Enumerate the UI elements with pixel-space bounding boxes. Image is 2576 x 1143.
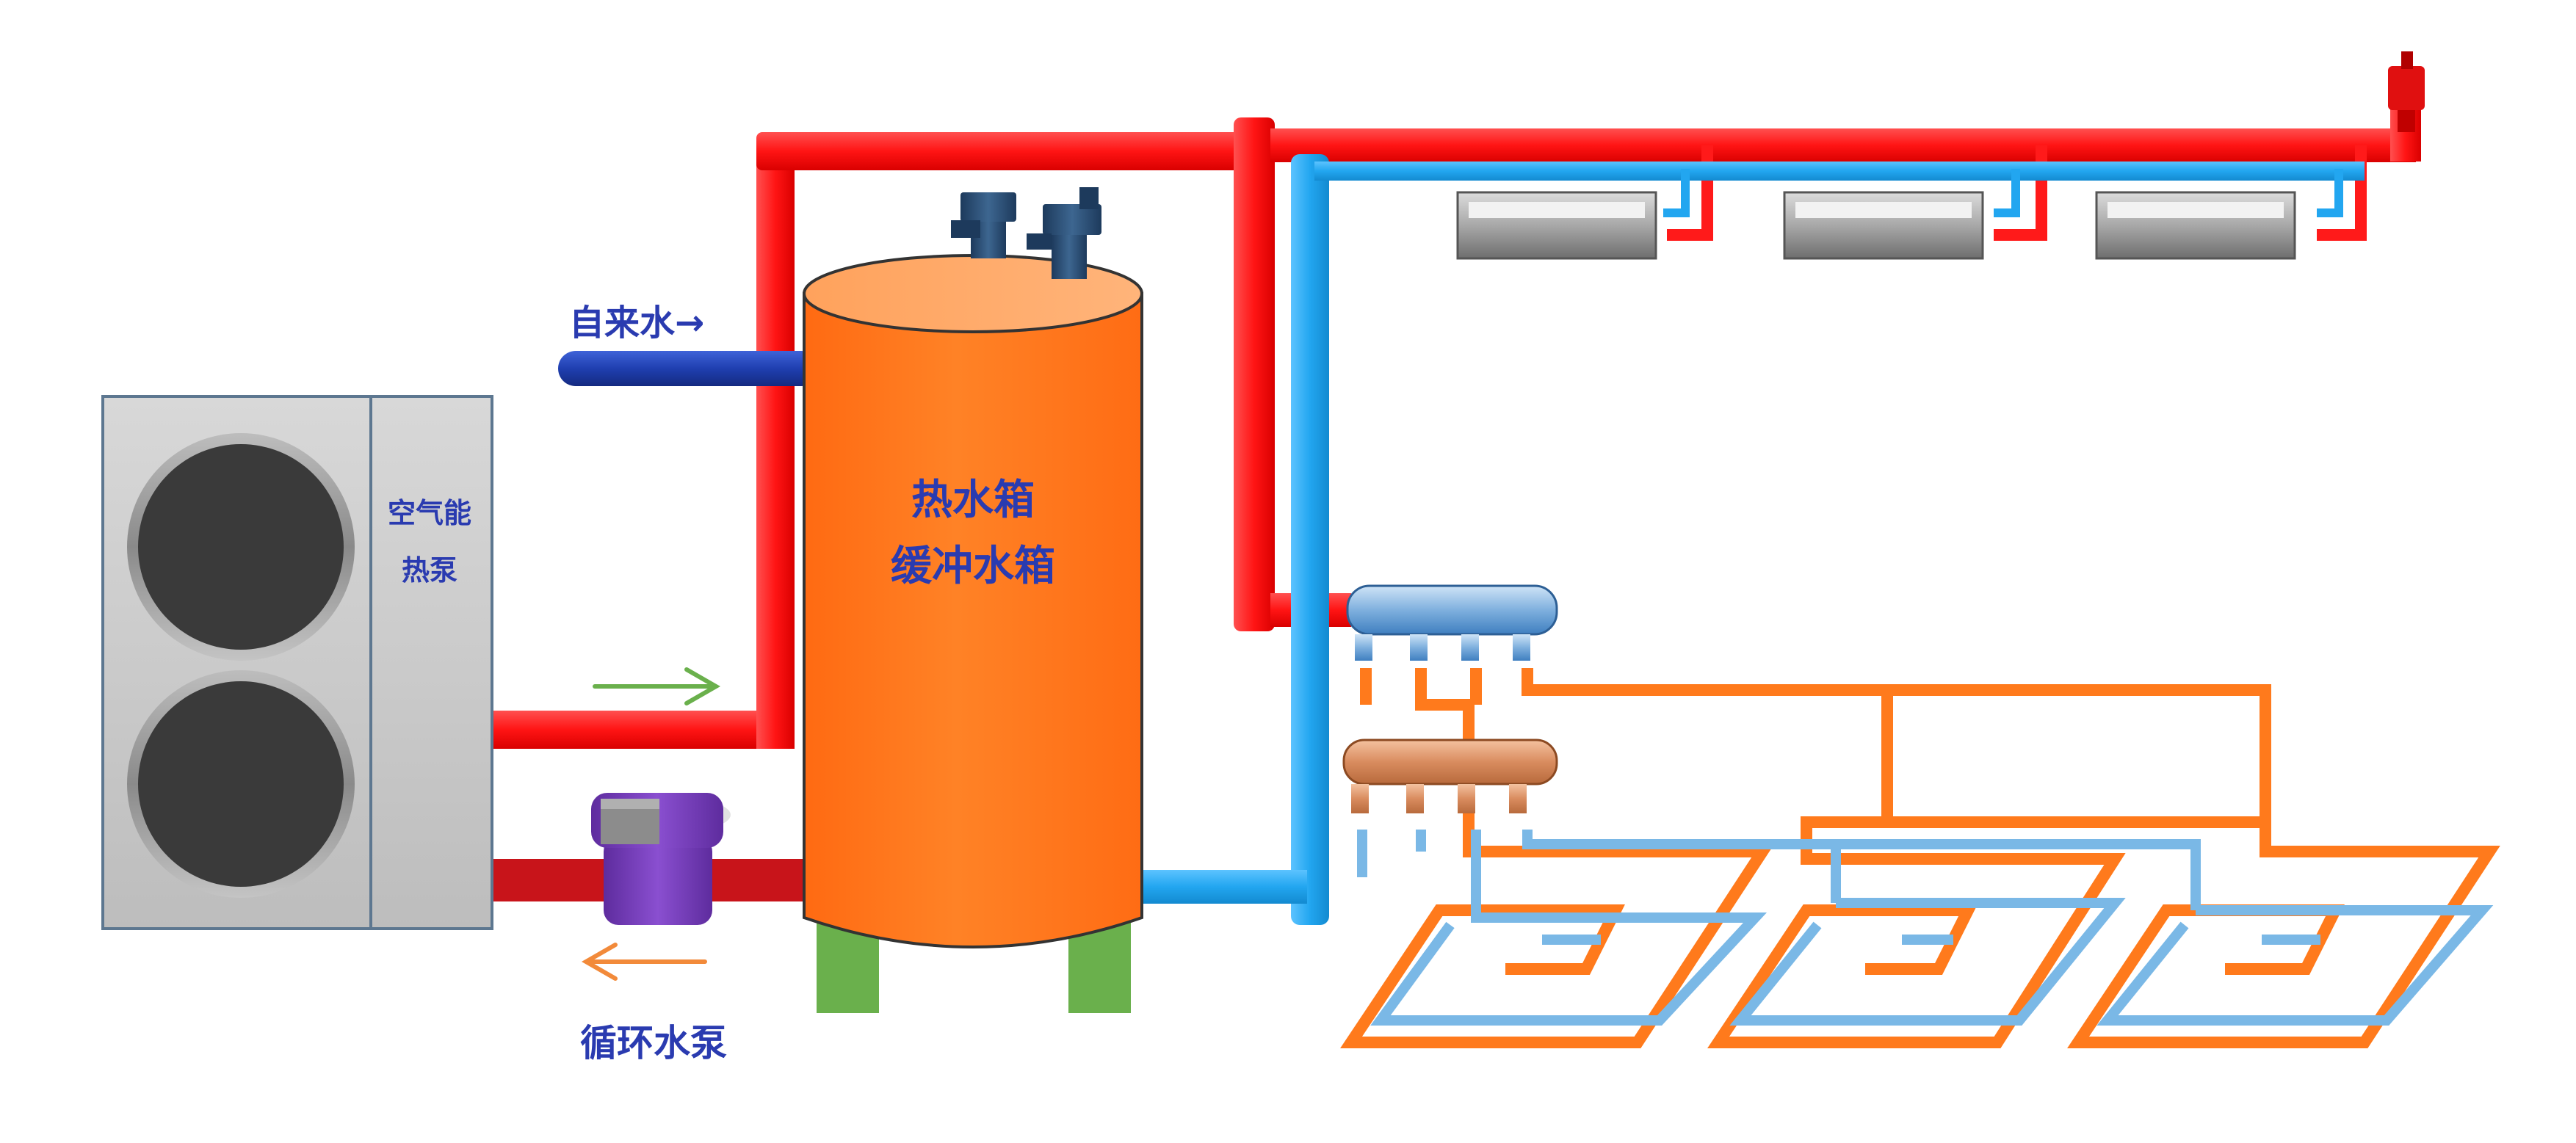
fcu-2-cold-drop xyxy=(1994,169,2020,217)
cold-return-riser xyxy=(1291,154,1329,925)
tank-to-cold-riser xyxy=(1131,870,1307,904)
hot-riser-left xyxy=(756,154,795,749)
floor-heating-loops xyxy=(1340,668,2500,1048)
cold-pipes xyxy=(1131,154,2365,925)
hot-tee-down xyxy=(1234,117,1275,631)
floor-loop-1-cold xyxy=(1370,852,1768,1026)
heat-pump-label-line2: 热泵 xyxy=(402,554,457,587)
floor-supply-header xyxy=(1360,668,2489,857)
fan-top-icon xyxy=(138,444,344,650)
cold-top-header xyxy=(1314,162,2365,181)
buffer-tank xyxy=(803,254,1143,1013)
tap-water-inlet-pipe xyxy=(558,351,819,386)
circulation-pump xyxy=(591,793,731,925)
hp-hot-outlet-pipe xyxy=(492,711,793,749)
hot-top-header-right xyxy=(1270,128,2416,162)
floor-return-manifold xyxy=(1342,739,1558,813)
fan-coil-unit-1 xyxy=(1456,191,1657,260)
hot-top-header-left xyxy=(756,132,1270,170)
floor-loop-3-hot xyxy=(2067,846,2500,1048)
tank-safety-valves xyxy=(951,187,1101,279)
fan-coil-unit-2 xyxy=(1783,191,1984,260)
tank-label-line1: 热水箱 xyxy=(911,476,1035,524)
fan-bottom-icon xyxy=(138,681,344,887)
flow-arrow-left-icon xyxy=(581,943,707,981)
fan-coil-unit-3 xyxy=(2095,191,2296,260)
heat-pump-label-line1: 空气能 xyxy=(388,497,471,529)
air-vent-valve xyxy=(2388,51,2425,132)
fcu-1-cold-drop xyxy=(1663,169,1690,217)
circulation-pump-label: 循环水泵 xyxy=(580,1022,727,1064)
tank-label-line2: 缓冲水箱 xyxy=(891,543,1055,590)
fan-coil-units xyxy=(1456,191,2296,260)
floor-loop-2-hot xyxy=(1707,816,2126,1048)
floor-return-header xyxy=(1357,830,2201,910)
floor-supply-manifold xyxy=(1346,584,1558,661)
flow-arrow-right-icon xyxy=(593,667,721,705)
hot-pipes xyxy=(492,95,2421,901)
tap-water-label: 自来水→ xyxy=(569,302,704,344)
floor-loop-2-cold xyxy=(1729,898,2126,1026)
air-source-heat-pump xyxy=(101,395,493,930)
floor-loop-1-hot xyxy=(1340,690,1773,1048)
floor-loop-3-cold xyxy=(2096,905,2494,1026)
fcu-3-cold-drop xyxy=(2317,169,2343,217)
